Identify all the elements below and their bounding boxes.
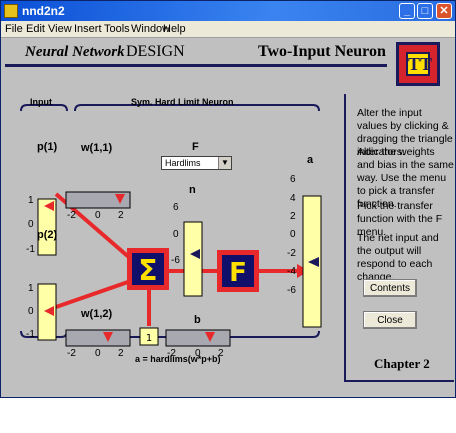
n-label: n (189, 184, 196, 196)
w12-slider[interactable] (65, 329, 131, 347)
app-icon (4, 4, 18, 18)
p2-label: p(2) (37, 229, 58, 241)
p1-indicator[interactable] (44, 201, 54, 211)
b-slider[interactable] (165, 329, 231, 347)
menu-insert[interactable]: Insert (74, 23, 102, 35)
w12-tick-neg2: -2 (67, 348, 76, 359)
page-title: Two-Input Neuron (258, 43, 386, 60)
f-block (222, 255, 254, 287)
instruction-1: Alter the input values by clicking & dra… (357, 107, 453, 158)
header-neural-network: Neural Network (25, 44, 125, 60)
input-bracket-top (20, 104, 68, 112)
w12-indicator[interactable] (103, 332, 113, 342)
menu-file[interactable]: File (5, 23, 23, 35)
chapter-label: Chapter 2 (374, 356, 430, 371)
transfer-function-value: Hardlims (165, 158, 201, 168)
p2-tick-0: 0 (28, 306, 34, 317)
p2-tick-1: 1 (28, 283, 34, 294)
b-indicator[interactable] (205, 332, 215, 342)
b-tick-2: 2 (218, 348, 224, 359)
header-rule (5, 64, 387, 67)
contents-button[interactable]: Contents (363, 279, 417, 297)
w12-tick-2: 2 (118, 348, 124, 359)
input-heading: Input (30, 97, 52, 107)
a-tick-neg2: -2 (287, 248, 296, 259)
f-symbol: F (229, 258, 247, 288)
a-tick-0: 0 (290, 229, 296, 240)
menu-edit[interactable]: Edit (26, 23, 45, 35)
menu-tools[interactable]: Tools (104, 23, 130, 35)
w12-tick-0: 0 (95, 348, 101, 359)
p1-field[interactable] (37, 198, 57, 256)
p2-indicator[interactable] (44, 306, 54, 316)
w11-tick-2: 2 (118, 210, 124, 221)
title-bar[interactable]: nnd2n2 _ □ ✕ (1, 1, 455, 21)
connection-p2 (55, 279, 132, 309)
a-label: a (307, 154, 314, 166)
w12-label: w(1,2) (81, 308, 113, 320)
n-tick-6: 6 (173, 202, 179, 213)
p1-tick-1: 1 (28, 195, 34, 206)
n-field (183, 221, 203, 297)
header-design: DESIGN (126, 43, 185, 60)
transfer-function-select[interactable]: Hardlims ▼ (161, 156, 232, 170)
logo-glyph: TT (406, 52, 433, 76)
neuron-diagram: Σ F 1 (20, 104, 322, 347)
w11-slider[interactable] (65, 191, 131, 209)
nnd-logo: TT (396, 42, 440, 86)
a-tick-2: 2 (290, 211, 296, 222)
b-label: b (194, 314, 201, 326)
application-window: nnd2n2 _ □ ✕ File Edit View Insert Tools… (0, 0, 456, 398)
instruction-2: Alter the weights and bias in the same w… (357, 146, 454, 210)
a-indicator (308, 257, 319, 267)
bias-input-value: 1 (146, 333, 152, 344)
a-tick-neg4: -4 (287, 266, 296, 277)
f-menu-label: F (192, 141, 199, 153)
w11-label: w(1,1) (81, 142, 113, 154)
bias-input-box (139, 327, 159, 346)
equation: a = hardlims(w*p+b) (135, 354, 221, 364)
w11-indicator[interactable] (115, 194, 125, 204)
neuron-heading: Sym. Hard Limit Neuron (131, 97, 234, 107)
n-tick-0: 0 (173, 229, 179, 240)
menu-help[interactable]: Help (163, 23, 186, 35)
minimize-icon[interactable]: _ (399, 3, 415, 19)
instruction-3: Pick the transfer function with the F me… (357, 200, 443, 238)
p1-tick-neg1: -1 (26, 244, 35, 255)
menu-window[interactable]: Window (131, 23, 171, 35)
sum-block (132, 253, 164, 285)
n-tick-neg6: -6 (171, 255, 180, 266)
a-tick-neg6: -6 (287, 285, 296, 296)
p2-tick-neg1: -1 (26, 329, 35, 340)
w11-tick-0: 0 (95, 210, 101, 221)
dropdown-arrow-icon[interactable]: ▼ (218, 157, 231, 169)
sidebar-divider (344, 94, 346, 382)
p1-tick-0: 0 (28, 219, 34, 230)
menu-view[interactable]: View (48, 23, 72, 35)
b-tick-0: 0 (195, 348, 201, 359)
w11-tick-neg2: -2 (67, 210, 76, 221)
p1-label: p(1) (37, 141, 58, 153)
a-tick-6: 6 (290, 174, 296, 185)
window-title: nnd2n2 (22, 4, 65, 18)
b-tick-neg2: -2 (167, 348, 176, 359)
a-tick-4: 4 (290, 193, 296, 204)
neuron-bracket-top (74, 104, 320, 112)
n-indicator (190, 249, 200, 259)
menu-bar: File Edit View Insert Tools Window Help (1, 21, 455, 38)
maximize-icon[interactable]: □ (417, 3, 433, 19)
close-icon[interactable]: ✕ (436, 3, 452, 19)
sum-symbol: Σ (138, 254, 157, 287)
instruction-4: The net input and the output will respon… (357, 232, 439, 283)
demo-canvas: Neural Network DESIGN Two-Input Neuron T… (1, 38, 455, 398)
footer-rule (344, 380, 454, 382)
close-button[interactable]: Close (363, 311, 417, 329)
